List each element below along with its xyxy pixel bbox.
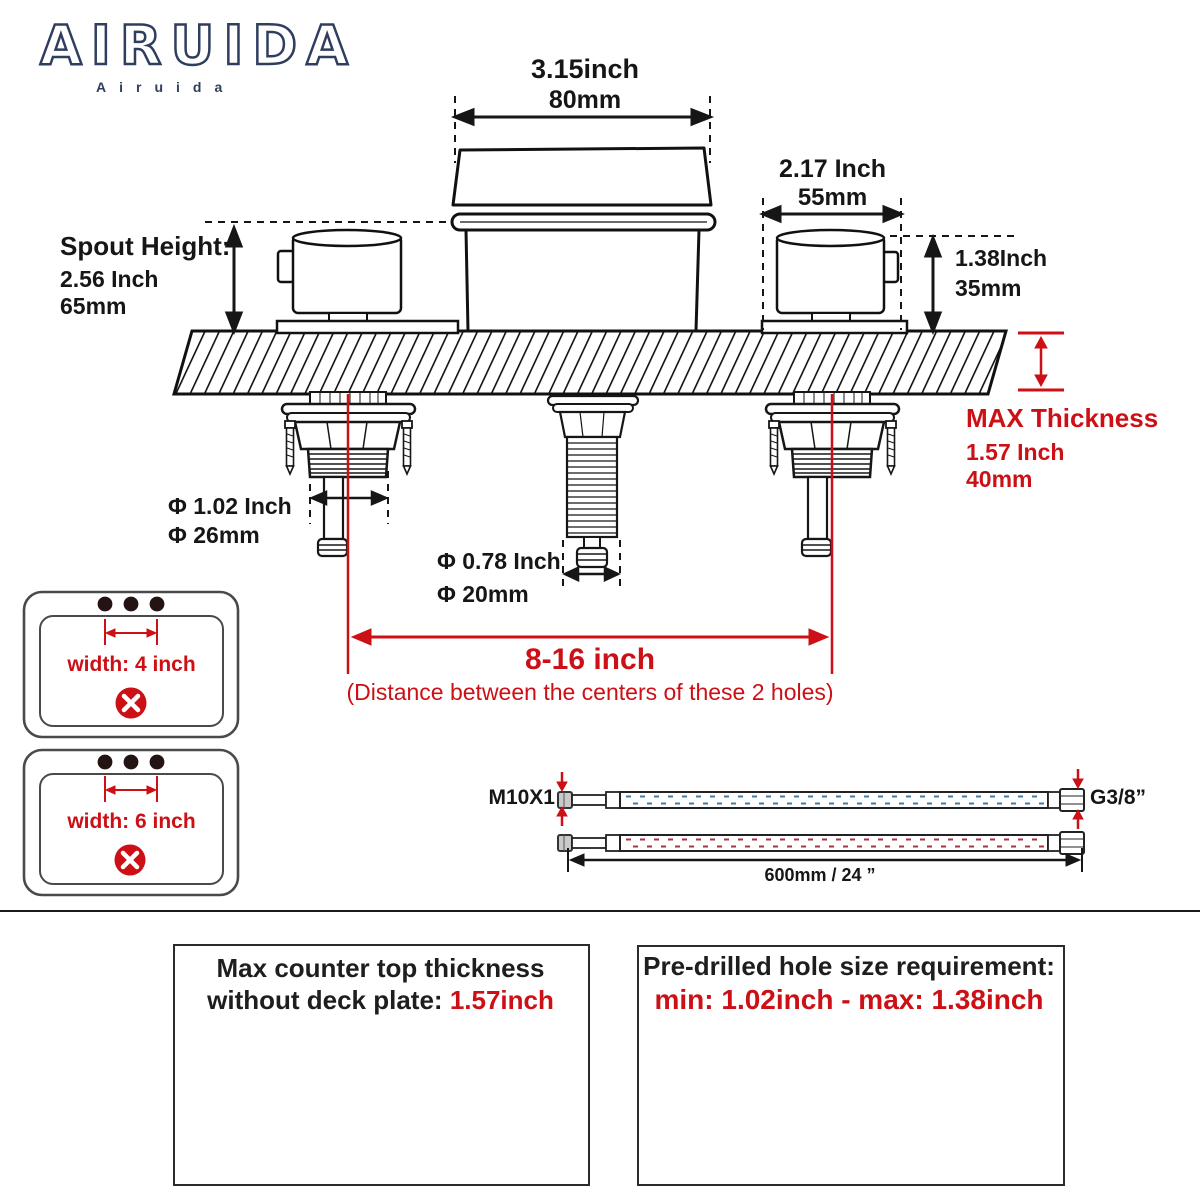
hose-length-dimension	[567, 848, 1083, 872]
not-suitable-icon	[114, 844, 146, 876]
hose-thread-pointers	[556, 769, 1084, 829]
brand-logo-subtext: Airuida	[96, 79, 236, 95]
hose-left-thread-label: M10X1	[488, 786, 555, 809]
handle-height-inch-label: 1.38Inch	[955, 245, 1048, 271]
thickness-note-line2: without deck plate: 1.57inch	[175, 986, 586, 1015]
spout-height-mm-label: 65mm	[60, 293, 127, 319]
hose-right-thread-label: G3/8”	[1090, 786, 1147, 809]
center-shank-assembly	[546, 394, 640, 569]
spout-height-title: Spout Height:	[60, 231, 231, 261]
center-hole-diameter-mm-label: Φ 20mm	[437, 581, 529, 607]
hole-distance-value: 8-16 inch	[524, 643, 656, 676]
counter-top-cross-section	[172, 329, 1008, 396]
red-annotations	[346, 331, 1064, 674]
thickness-note-prefix: without deck plate:	[207, 985, 450, 1015]
hole-distance-caption: (Distance between the centers of these 2…	[346, 679, 834, 705]
center-hole-diameter-inch-label: Φ 0.78 Inch	[437, 548, 561, 574]
side-hole-diameter-mm-label: Φ 26mm	[168, 522, 260, 548]
left-handle-drawing	[275, 228, 460, 335]
handle-width-mm-label: 55mm	[797, 184, 868, 211]
sink-width-4inch-label: width: 4 inch	[67, 653, 196, 676]
hose-length-label: 600mm / 24 ”	[764, 865, 876, 885]
handle-width-inch-label: 2.17 Inch	[779, 155, 886, 183]
spout-width-mm-label: 80mm	[548, 86, 622, 114]
not-suitable-icon	[115, 687, 147, 719]
supply-hose-hot	[557, 831, 1085, 855]
supply-hose-cold	[557, 788, 1085, 812]
max-thickness-mm-label: 40mm	[966, 466, 1033, 492]
right-handle-drawing	[760, 228, 909, 335]
handle-height-mm-label: 35mm	[955, 275, 1022, 301]
sink-example-6inch	[22, 748, 240, 897]
spout-height-inch-label: 2.56 Inch	[60, 266, 159, 292]
sink-width-6inch-label: width: 6 inch	[67, 810, 196, 833]
thickness-note-value: 1.57inch	[449, 985, 554, 1015]
side-hole-diameter-inch-label: Φ 1.02 Inch	[168, 493, 292, 519]
hole-size-note-title: Pre-drilled hole size requirement:	[643, 951, 1055, 981]
hole-size-note-box	[637, 945, 1065, 1186]
max-thickness-title: MAX Thickness	[966, 403, 1159, 433]
spout-drawing	[450, 146, 717, 333]
mounting-screws	[284, 420, 413, 476]
max-thickness-note-box	[173, 944, 590, 1186]
mounting-screws	[768, 420, 897, 476]
spout-width-inch-label: 3.15inch	[530, 54, 640, 84]
brand-logo: AIRUIDA	[39, 13, 358, 79]
thickness-note-line1: Max counter top thickness	[216, 953, 545, 983]
hole-size-note-range: min: 1.02inch - max: 1.38inch	[654, 984, 1044, 1015]
max-thickness-inch-label: 1.57 Inch	[966, 439, 1065, 465]
sink-example-4inch	[22, 590, 240, 739]
